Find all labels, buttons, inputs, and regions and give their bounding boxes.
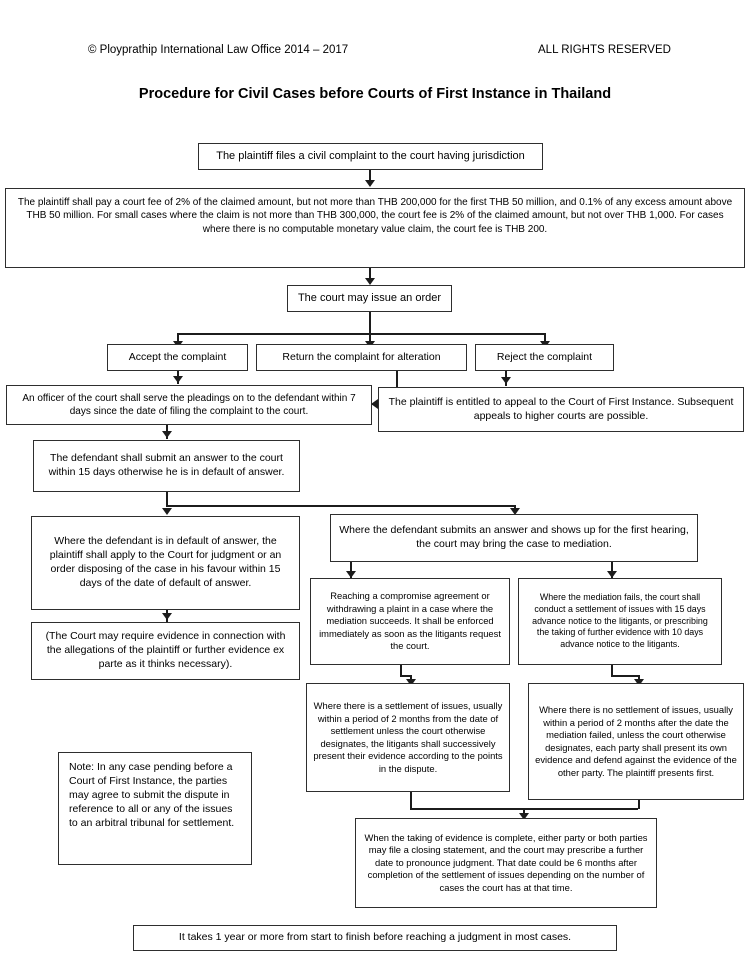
connector-settlement-no-down bbox=[638, 800, 640, 809]
node-default-of-answer: Where the defendant is in default of ans… bbox=[31, 516, 300, 610]
arrowhead-fails-to-settlement-no bbox=[633, 679, 644, 686]
arrowhead-reject-to-appeal bbox=[500, 377, 511, 384]
arrowhead-accept-to-officer bbox=[172, 376, 183, 383]
connector-mediation-to-fails bbox=[611, 562, 613, 578]
node-duration: It takes 1 year or more from start to fi… bbox=[133, 925, 617, 951]
node-file-complaint: The plaintiff files a civil complaint to… bbox=[198, 143, 543, 170]
arrowhead-settlement-to-closing bbox=[518, 813, 529, 820]
node-mediation-succeeds: Reaching a compromise agreement or withd… bbox=[310, 578, 510, 665]
arrowhead-default-to-evidence bbox=[161, 613, 172, 620]
connector-settlement-yes-down bbox=[410, 792, 412, 809]
rights-reserved-notice: ALL RIGHTS RESERVED bbox=[538, 44, 671, 56]
connector-return-down bbox=[396, 370, 398, 392]
connector-fails-right bbox=[611, 675, 638, 677]
node-court-require-evidence: (The Court may require evidence in conne… bbox=[31, 622, 300, 680]
node-settlement-no: Where there is no settlement of issues, … bbox=[528, 683, 744, 800]
arrowhead-mediation-to-succeeds bbox=[345, 571, 356, 578]
arrowhead-officer-to-answer bbox=[161, 431, 172, 438]
arrowhead-mediation-to-fails bbox=[606, 571, 617, 578]
node-submits-answer-mediation: Where the defendant submits an answer an… bbox=[330, 514, 698, 562]
connector-order-stub bbox=[369, 311, 371, 334]
node-appeal: The plaintiff is entitled to appeal to t… bbox=[378, 387, 744, 432]
node-reject-complaint: Reject the complaint bbox=[475, 344, 614, 371]
connector-order-bus bbox=[177, 333, 545, 335]
arrowhead-answer-to-default bbox=[161, 508, 172, 515]
node-accept-complaint: Accept the complaint bbox=[107, 344, 248, 371]
connector-fails-down bbox=[611, 665, 613, 677]
arrowhead-succeeds-to-settlement-yes bbox=[405, 679, 416, 686]
connector-mediation-to-succeeds bbox=[350, 562, 352, 578]
node-settlement-yes: Where there is a settlement of issues, u… bbox=[306, 683, 510, 792]
node-court-order: The court may issue an order bbox=[287, 285, 452, 312]
connector-order-to-return bbox=[369, 333, 371, 343]
arrowhead-appeal-to-officer bbox=[371, 399, 378, 409]
node-return-complaint: Return the complaint for alteration bbox=[256, 344, 467, 371]
node-mediation-fails: Where the mediation fails, the court sha… bbox=[518, 578, 722, 665]
connector-answer-stub bbox=[166, 492, 168, 506]
node-note-arbitration: Note: In any case pending before a Court… bbox=[58, 752, 252, 865]
node-defendant-answer: The defendant shall submit an answer to … bbox=[33, 440, 300, 492]
arrowhead-answer-to-mediation bbox=[509, 508, 520, 515]
connector-order-to-reject bbox=[544, 333, 546, 343]
connector-succeeds-down bbox=[400, 665, 402, 677]
connector-file-to-fee bbox=[369, 169, 371, 183]
connector-order-to-accept bbox=[177, 333, 179, 343]
node-officer-serve: An officer of the court shall serve the … bbox=[6, 385, 372, 425]
arrowhead-file-to-fee bbox=[365, 180, 375, 187]
page-title: Procedure for Civil Cases before Courts … bbox=[138, 86, 612, 102]
connector-answer-bus bbox=[166, 505, 514, 507]
connector-succeeds-right bbox=[400, 675, 410, 677]
connector-fee-to-order bbox=[369, 268, 371, 280]
node-closing-statement: When the taking of evidence is complete,… bbox=[355, 818, 657, 908]
node-court-fee: The plaintiff shall pay a court fee of 2… bbox=[5, 188, 745, 268]
copyright-notice: © Ployprathip International Law Office 2… bbox=[88, 44, 349, 56]
arrowhead-fee-to-order bbox=[365, 278, 375, 285]
